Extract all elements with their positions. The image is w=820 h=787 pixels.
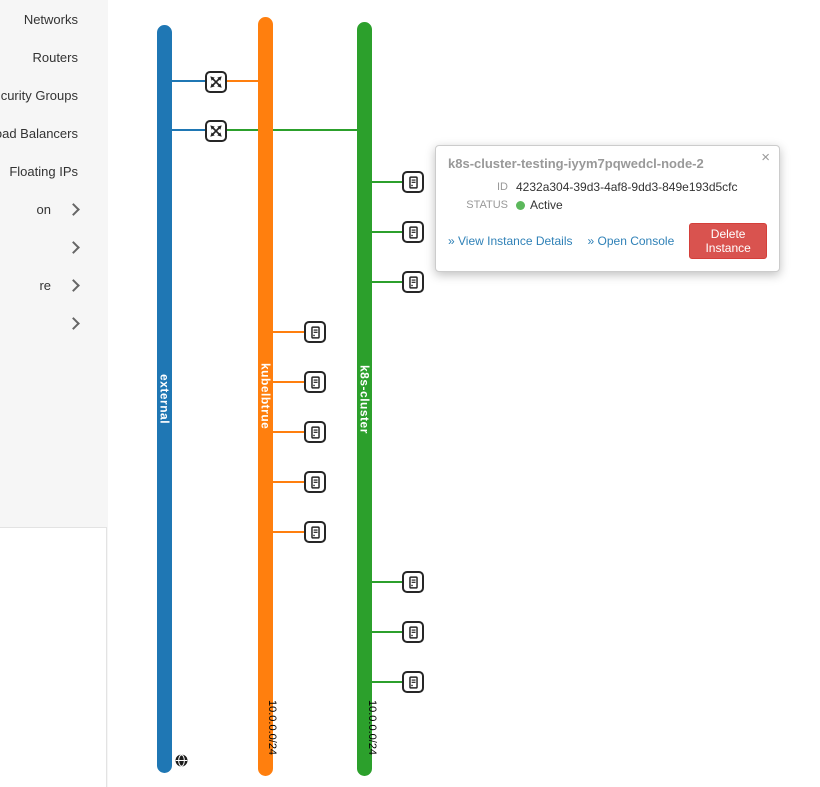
server-glyph-icon	[408, 225, 418, 239]
open-console-link[interactable]: » Open Console	[587, 234, 675, 248]
sidebar-item-networks[interactable]: Networks	[0, 0, 108, 38]
router-icon[interactable]	[205, 71, 227, 93]
server-glyph-icon	[310, 525, 320, 539]
network-name-label: kubelbtrue	[258, 363, 273, 430]
sidebar-item-floating-ips[interactable]: Floating IPs	[0, 152, 108, 190]
instance-icon[interactable]	[304, 421, 326, 443]
server-glyph-icon	[408, 275, 418, 289]
view-instance-details-link[interactable]: » View Instance Details	[448, 234, 573, 248]
link-line-instance	[372, 681, 403, 683]
router-glyph-icon	[210, 76, 222, 88]
link-line-instance	[372, 581, 403, 583]
sidebar-section-1[interactable]: on	[0, 190, 108, 228]
sidebar-item-label: on	[36, 201, 51, 217]
bottom-left-panel	[0, 527, 107, 787]
sidebar-item-label: curity Groups	[0, 87, 78, 103]
globe-icon	[175, 754, 188, 767]
link-line-instance	[273, 531, 304, 533]
link-line-instance	[372, 281, 403, 283]
server-glyph-icon	[408, 175, 418, 189]
instance-icon[interactable]	[304, 371, 326, 393]
network-bar-kubelbtrue[interactable]: kubelbtrue	[258, 17, 273, 776]
instance-icon[interactable]	[304, 471, 326, 493]
subnet-cidr-label: 10.0.0.0/24	[266, 700, 278, 756]
id-value: 4232a304-39d3-4af8-9dd3-849e193d5cfc	[516, 180, 738, 194]
status-text: Active	[530, 198, 563, 212]
server-glyph-icon	[408, 675, 418, 689]
sidebar-item-label: re	[39, 277, 51, 293]
status-label: STATUS	[466, 199, 508, 211]
sidebar-item-routers[interactable]: Routers	[0, 38, 108, 76]
link-line-instance	[372, 181, 403, 183]
instance-icon[interactable]	[304, 521, 326, 543]
instance-tooltip-title: k8s-cluster-testing-iyym7pqwedcl-node-2	[448, 156, 704, 171]
network-name-label: k8s-cluster	[357, 364, 372, 434]
sidebar-item-load-balancers[interactable]: oad Balancers	[0, 114, 108, 152]
instance-tooltip-actions: » View Instance Details » Open Console D…	[448, 223, 767, 259]
router-glyph-icon	[210, 125, 222, 137]
server-glyph-icon	[310, 375, 320, 389]
close-icon[interactable]: ×	[761, 149, 770, 166]
link-line-instance	[273, 481, 304, 483]
sidebar-item-security-groups[interactable]: curity Groups	[0, 76, 108, 114]
sidebar-section-3[interactable]: re	[0, 266, 108, 304]
id-label: ID	[497, 181, 508, 193]
link-line-instance	[372, 231, 403, 233]
router-icon[interactable]	[205, 120, 227, 142]
link-line-external-router2	[172, 129, 205, 131]
instance-icon[interactable]	[304, 321, 326, 343]
delete-instance-button[interactable]: Delete Instance	[689, 223, 767, 259]
status-value: Active	[516, 198, 563, 212]
status-active-dot-icon	[516, 201, 525, 210]
server-glyph-icon	[408, 625, 418, 639]
server-glyph-icon	[310, 475, 320, 489]
instance-tooltip: × k8s-cluster-testing-iyym7pqwedcl-node-…	[435, 145, 780, 272]
instance-icon[interactable]	[402, 571, 424, 593]
server-glyph-icon	[310, 425, 320, 439]
sidebar-item-label: oad Balancers	[0, 125, 78, 141]
link-line-instance	[372, 631, 403, 633]
network-bar-k8s-cluster[interactable]: k8s-cluster	[357, 22, 372, 776]
network-name-label: external	[157, 373, 172, 425]
detail-row-id: ID 4232a304-39d3-4af8-9dd3-849e193d5cfc	[448, 180, 767, 194]
sidebar-item-label: Routers	[32, 49, 78, 65]
instance-tooltip-details: ID 4232a304-39d3-4af8-9dd3-849e193d5cfc …	[448, 180, 767, 212]
detail-row-status: STATUS Active	[448, 198, 767, 212]
link-line-router2-k8s-cluster	[227, 129, 357, 131]
sidebar-item-label: Networks	[23, 11, 78, 27]
link-line-instance	[273, 381, 304, 383]
link-line-instance	[273, 331, 304, 333]
instance-icon[interactable]	[402, 271, 424, 293]
sidebar-item-label: Floating IPs	[9, 163, 78, 179]
server-glyph-icon	[310, 325, 320, 339]
server-glyph-icon	[408, 575, 418, 589]
instance-icon[interactable]	[402, 221, 424, 243]
instance-icon[interactable]	[402, 671, 424, 693]
instance-icon[interactable]	[402, 621, 424, 643]
link-line-router1-kubelbtrue	[227, 80, 258, 82]
instance-icon[interactable]	[402, 171, 424, 193]
network-bar-external[interactable]: external	[157, 25, 172, 773]
link-line-instance	[273, 431, 304, 433]
subnet-cidr-label: 10.0.0.0/24	[366, 700, 378, 756]
link-line-external-router1	[172, 80, 205, 82]
